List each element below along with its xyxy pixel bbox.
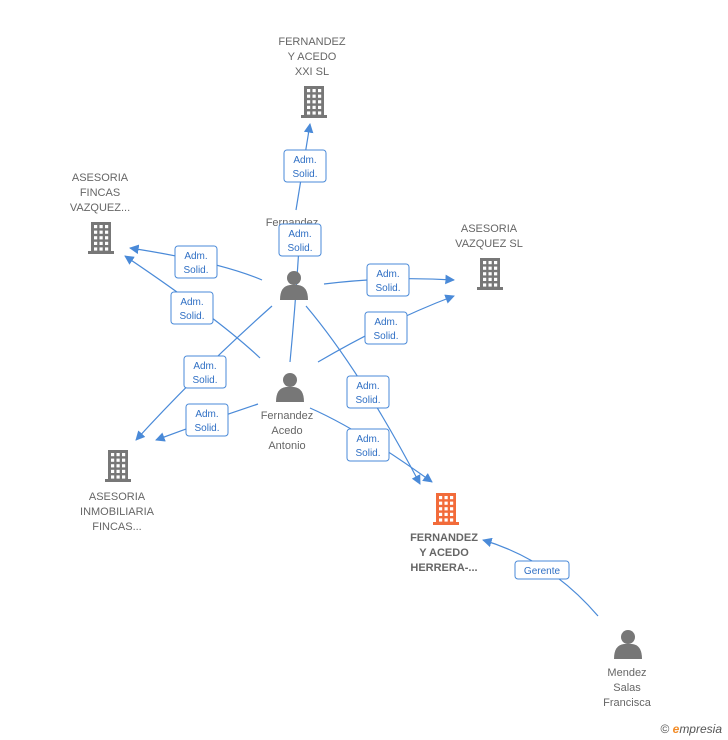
edge-label-frame [364, 311, 408, 345]
building-icon [105, 450, 131, 482]
edge-label-text: Solid. [179, 311, 204, 322]
edge-label-text: Adm. [195, 409, 218, 420]
edge-label-text: Solid. [287, 243, 312, 254]
edge-label-frame [278, 223, 322, 257]
edge-label-frame [366, 263, 410, 297]
edge-label-text: Adm. [374, 317, 397, 328]
edge-labels-layer: Adm. Solid. Adm. Solid. Adm. Solid. Adm. Solid.… [170, 149, 570, 580]
edge-label-box[interactable]: Adm. Solid. [278, 223, 322, 257]
edge-label-text: Solid. [373, 331, 398, 342]
edge-label-frame [346, 375, 390, 409]
edge-label-box[interactable]: Adm. Solid. [170, 291, 214, 325]
edge-label-text: Solid. [183, 265, 208, 276]
edge-label-frame [183, 355, 227, 389]
edge-label-text: Adm. [293, 155, 316, 166]
edge-label-text: Adm. [376, 269, 399, 280]
edge-label-text: Adm. [184, 251, 207, 262]
person-icon [276, 373, 304, 402]
building-icon [433, 493, 459, 525]
copyright-symbol: © [660, 722, 670, 736]
edge-label-text: Solid. [292, 169, 317, 180]
person-icon [280, 271, 308, 300]
edge-label-frame [185, 403, 229, 437]
edge-label-box[interactable]: Adm. Solid. [174, 245, 218, 279]
edge-label-text: Solid. [355, 448, 380, 459]
edge-label-frame [283, 149, 327, 183]
edge-label-box[interactable]: Adm. Solid. [364, 311, 408, 345]
edge-label-frame [174, 245, 218, 279]
edge-label-box[interactable]: Adm. Solid. [283, 149, 327, 183]
edge-label-box[interactable]: Gerente [514, 560, 570, 580]
building-icon [301, 86, 327, 118]
brand-logo-text: mpresia [679, 722, 722, 736]
edge-label-text: Solid. [194, 423, 219, 434]
edge-label-text: Adm. [288, 229, 311, 240]
edge-label-frame [346, 428, 390, 462]
brand-footer: © empresia [660, 722, 722, 736]
edge-label-text: Adm. [193, 361, 216, 372]
edge-label-box[interactable]: Adm. Solid. [346, 375, 390, 409]
edge-label-text: Adm. [356, 381, 379, 392]
edge-label-box[interactable]: Adm. Solid. [183, 355, 227, 389]
edge-label-box[interactable]: Adm. Solid. [366, 263, 410, 297]
edge-label-text: Gerente [524, 566, 561, 577]
edge-label-text: Solid. [375, 283, 400, 294]
edge-label-text: Solid. [355, 395, 380, 406]
building-icon [477, 258, 503, 290]
edge-label-box[interactable]: Adm. Solid. [185, 403, 229, 437]
person-icon [614, 630, 642, 659]
edge-label-frame [170, 291, 214, 325]
edge-label-frame [514, 560, 570, 580]
building-icon [88, 222, 114, 254]
edge-label-text: Adm. [180, 297, 203, 308]
edge-label-text: Adm. [356, 434, 379, 445]
edge-label-text: Solid. [192, 375, 217, 386]
brand-logo-initial: e [672, 722, 680, 736]
edge-label-box[interactable]: Adm. Solid. [346, 428, 390, 462]
